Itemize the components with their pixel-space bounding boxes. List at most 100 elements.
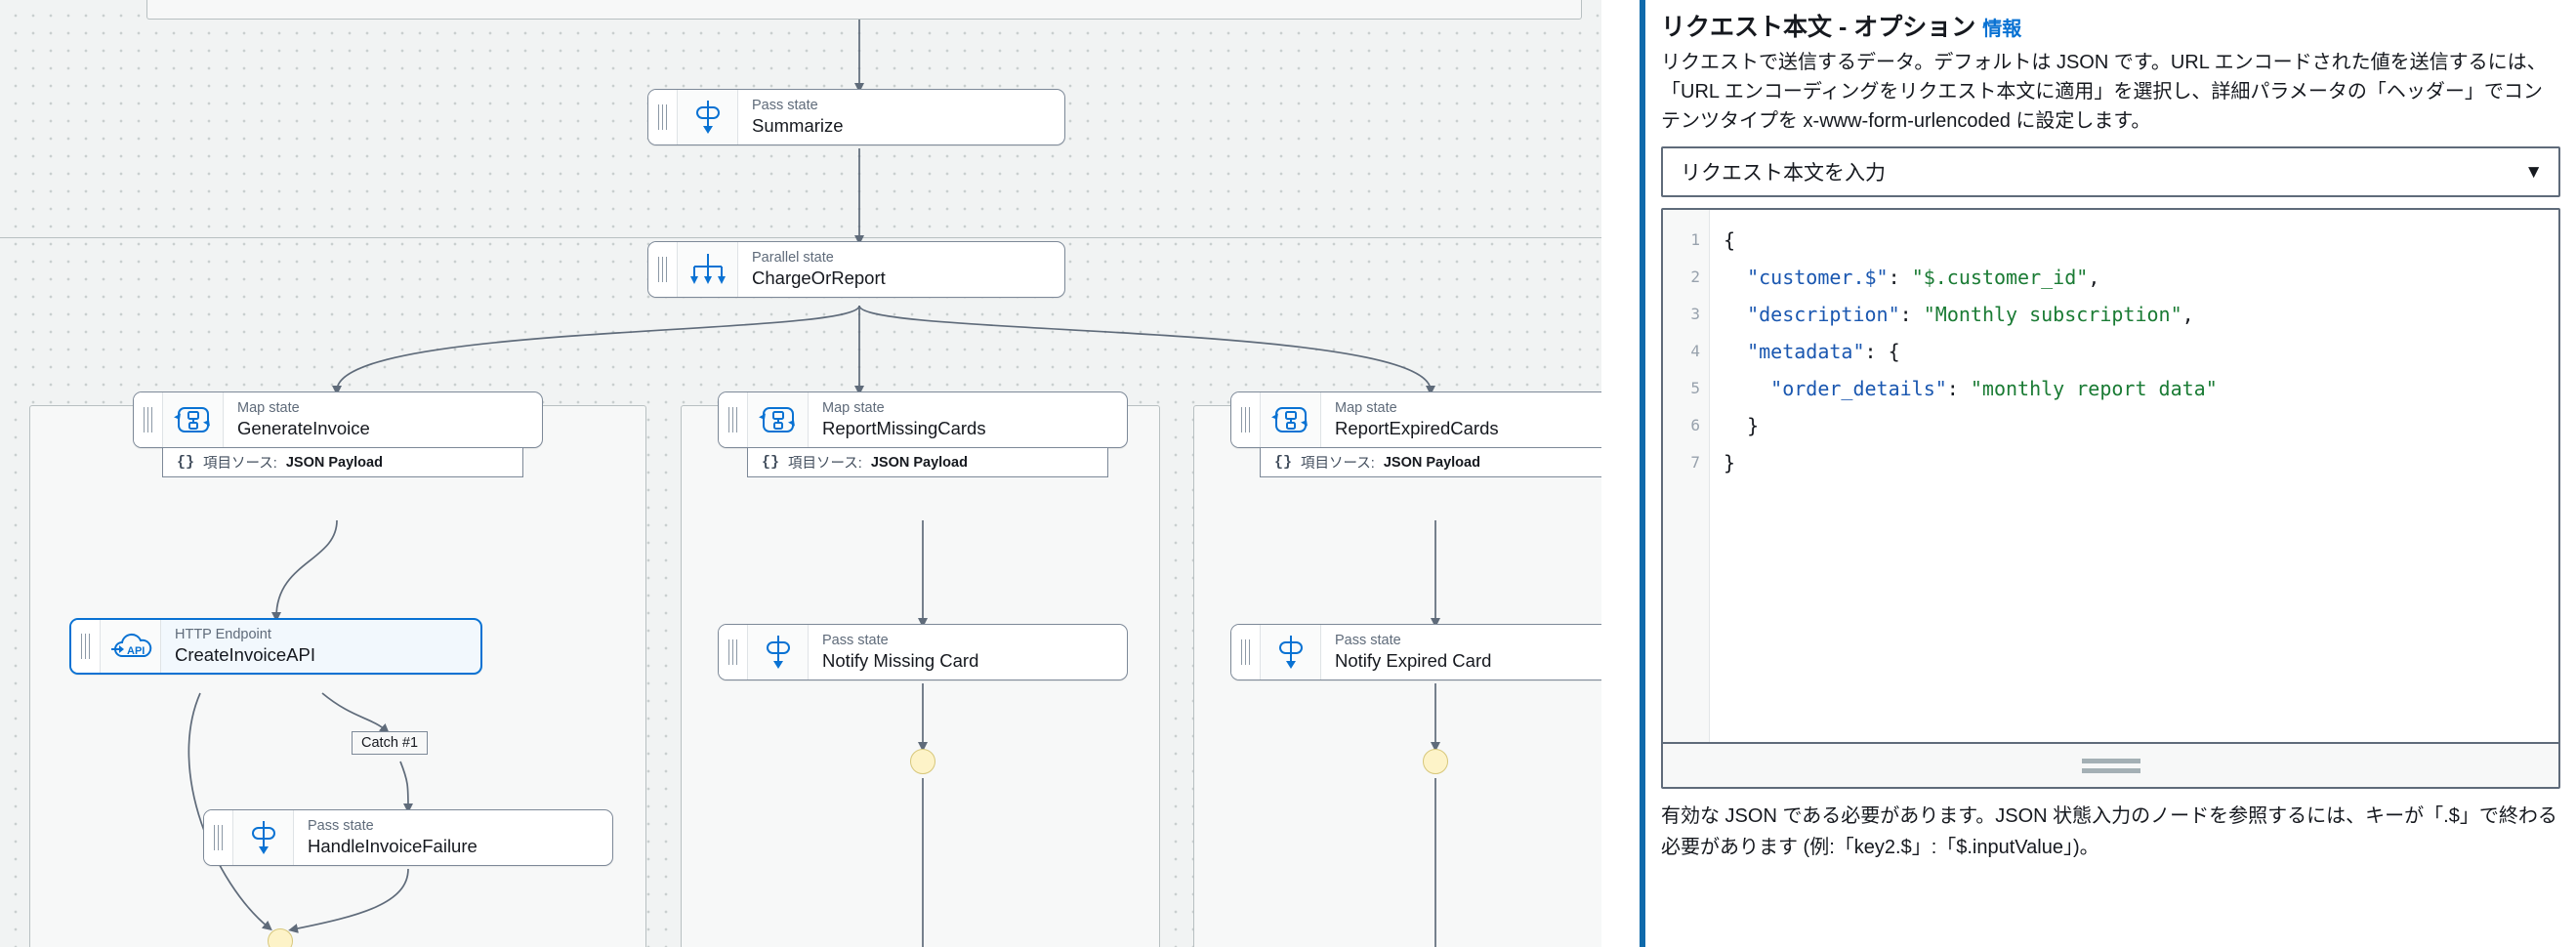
code-token [1724, 377, 1770, 400]
info-link[interactable]: 情報 [1982, 19, 2022, 40]
catch-label: Catch #1 [352, 731, 429, 755]
drag-handle[interactable] [204, 810, 233, 865]
node-notify-expired-card[interactable]: Pass state Notify Expired Card [1230, 624, 1601, 680]
editor-line-numbers: 1 2 3 4 5 6 7 [1663, 210, 1710, 742]
request-body-select-value: リクエスト本文を入力 [1681, 162, 1886, 185]
node-type-label: Pass state [822, 633, 889, 648]
node-type-label: Pass state [1335, 633, 1401, 648]
drag-handle[interactable] [1231, 625, 1261, 679]
line-number: 7 [1690, 453, 1700, 472]
map-state-icon [1261, 392, 1321, 447]
badge-value: JSON Payload [870, 454, 968, 471]
request-body-select[interactable]: リクエスト本文を入力 ▼ [1661, 146, 2560, 197]
chevron-down-icon: ▼ [2524, 161, 2543, 183]
node-name-label: GenerateInvoice [237, 418, 370, 438]
badge-prefix: 項目ソース: [1301, 456, 1375, 472]
json-code-editor[interactable]: 1 2 3 4 5 6 7 { "customer.$": "$.custome… [1661, 208, 2560, 789]
code-token [1724, 266, 1747, 289]
badge-value: JSON Payload [1383, 454, 1480, 471]
parallel-state-icon [678, 242, 738, 297]
node-type-label: Parallel state [752, 250, 834, 266]
code-line: "metadata": { [1724, 333, 2558, 370]
editor-code-area[interactable]: { "customer.$": "$.customer_id", "descri… [1710, 210, 2558, 742]
node-reportexpiredcards[interactable]: Map state ReportExpiredCards [1230, 391, 1601, 448]
code-line: "order_details": "monthly report data" [1724, 370, 2558, 407]
http-endpoint-icon: API [101, 620, 161, 673]
line-number: 5 [1690, 379, 1700, 397]
badge-item-source-reportexpiredcards: {} 項目ソース: JSON Payload [1260, 448, 1601, 477]
badge-prefix: 項目ソース: [203, 456, 277, 472]
node-name-label: ReportMissingCards [822, 418, 986, 438]
panel-helper-text: 有効な JSON である必要があります。JSON 状態入力のノードを参照するには… [1661, 805, 2557, 858]
drag-handle[interactable] [134, 392, 163, 447]
line-number: 3 [1690, 305, 1700, 323]
resize-grip-icon [2081, 758, 2140, 773]
badge-item-source-generateinvoice: {} 項目ソース: JSON Payload [162, 448, 523, 477]
pass-state-icon [748, 625, 809, 679]
drag-handle[interactable] [719, 625, 748, 679]
node-type-label: Map state [822, 400, 885, 416]
editor-resize-handle[interactable] [1663, 742, 2558, 787]
node-type-label: Map state [237, 400, 300, 416]
code-token [1724, 340, 1747, 363]
drag-handle[interactable] [648, 242, 678, 297]
code-token: "monthly report data" [1970, 377, 2218, 400]
code-token: "customer.$" [1747, 266, 1889, 289]
pass-state-icon [678, 90, 738, 144]
code-line: "customer.$": "$.customer_id", [1724, 259, 2558, 296]
node-generateinvoice[interactable]: Map state GenerateInvoice [133, 391, 543, 448]
pass-state-icon [233, 810, 294, 865]
node-type-label: Pass state [752, 98, 818, 113]
json-brace-icon: {} [1274, 454, 1293, 471]
end-node-invoice[interactable] [268, 928, 293, 947]
panel-description: リクエストで送信するデータ。デフォルトは JSON です。URL エンコードされ… [1661, 52, 2547, 132]
badge-prefix: 項目ソース: [788, 456, 862, 472]
panel-title-text: リクエスト本文 - オプション [1661, 14, 1976, 41]
node-notify-missing-card[interactable]: Pass state Notify Missing Card [718, 624, 1128, 680]
code-token: "$.customer_id" [1911, 266, 2089, 289]
badge-item-source-reportmissingcards: {} 項目ソース: JSON Payload [747, 448, 1108, 477]
code-token [1724, 303, 1747, 326]
drag-handle[interactable] [719, 392, 748, 447]
node-name-label: ChargeOrReport [752, 268, 886, 288]
node-handleinvoicefailure[interactable]: Pass state HandleInvoiceFailure [203, 809, 613, 866]
node-name-label: Notify Expired Card [1335, 650, 1492, 671]
node-type-label: Pass state [308, 818, 374, 834]
code-token: : { [1864, 340, 1900, 363]
code-line: } [1724, 444, 2558, 481]
line-number: 1 [1690, 230, 1700, 249]
panel-title: リクエスト本文 - オプション情報 [1661, 12, 2560, 45]
request-body-panel: リクエスト本文 - オプション情報 リクエストで送信するデータ。デフォルトは J… [1640, 0, 2576, 947]
node-name-label: ReportExpiredCards [1335, 418, 1499, 438]
json-brace-icon: {} [762, 454, 780, 471]
workflow-canvas[interactable]: Pass state Summarize Parallel state Char… [0, 0, 1601, 947]
drag-handle[interactable] [71, 620, 101, 673]
lane-parallel-band [0, 237, 1601, 238]
drag-handle[interactable] [1231, 392, 1261, 447]
drag-handle[interactable] [648, 90, 678, 144]
node-reportmissingcards[interactable]: Map state ReportMissingCards [718, 391, 1128, 448]
code-token: "metadata" [1747, 340, 1865, 363]
code-token: : [1888, 266, 1912, 289]
json-brace-icon: {} [177, 454, 195, 471]
node-chargeorreport[interactable]: Parallel state ChargeOrReport [647, 241, 1065, 298]
node-summarize[interactable]: Pass state Summarize [647, 89, 1065, 145]
line-number: 2 [1690, 268, 1700, 286]
code-token: } [1724, 414, 1760, 437]
code-line: } [1724, 407, 2558, 444]
end-node-expired[interactable] [1423, 749, 1448, 774]
code-token: } [1724, 451, 1736, 474]
code-token: "description" [1747, 303, 1900, 326]
badge-value: JSON Payload [285, 454, 383, 471]
code-token: : [1899, 303, 1924, 326]
pass-state-icon [1261, 625, 1321, 679]
code-line: "description": "Monthly subscription", [1724, 296, 2558, 333]
code-token: , [2181, 303, 2194, 326]
code-token: "Monthly subscription" [1923, 303, 2182, 326]
svg-text:API: API [127, 645, 145, 657]
code-token: { [1724, 228, 1736, 252]
node-createinvoiceapi[interactable]: API HTTP Endpoint CreateInvoiceAPI [69, 618, 482, 675]
code-token: "order_details" [1770, 377, 1947, 400]
code-token: , [2088, 266, 2100, 289]
end-node-missing[interactable] [910, 749, 935, 774]
